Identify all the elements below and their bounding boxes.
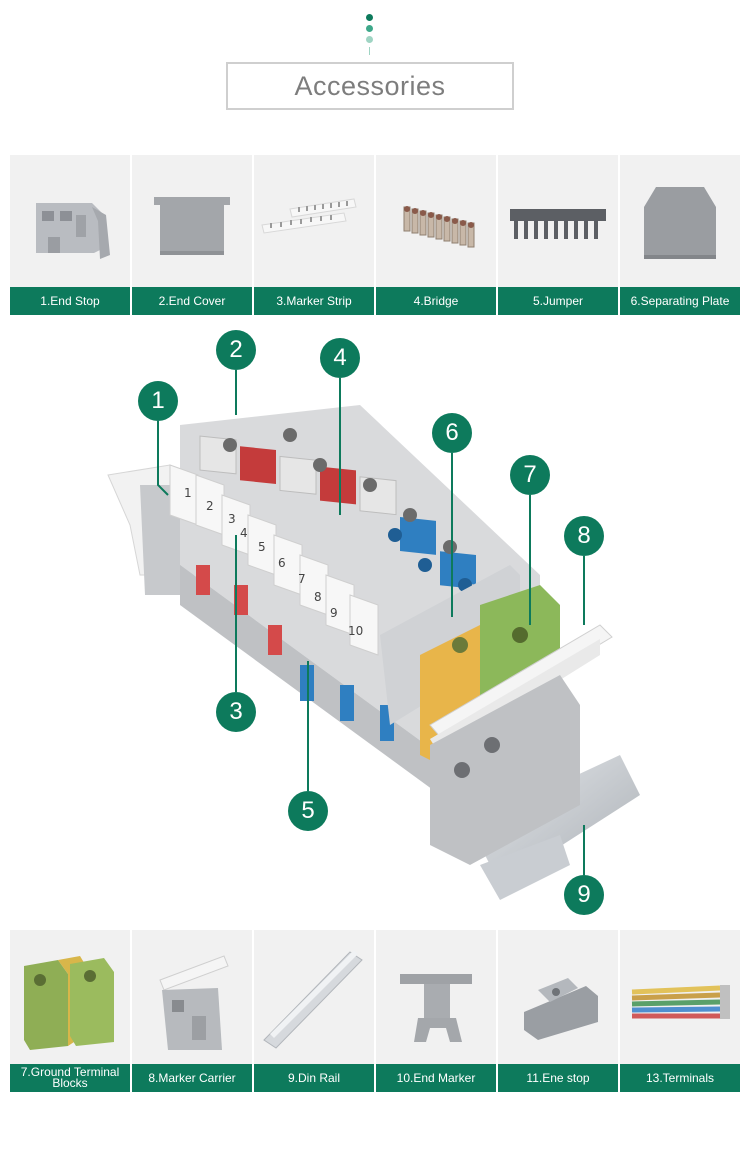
ground-terminal-blocks-icon	[10, 930, 130, 1064]
tile-marker-carrier: 8.Marker Carrier	[132, 930, 252, 1092]
marker-number: 9	[330, 606, 338, 620]
tile-bridge: 4.Bridge	[376, 155, 496, 315]
terminal-block-assembly-diagram: 1 2 3 4 5 6 7 8 9 10	[0, 325, 750, 925]
callout-number: 7	[523, 461, 537, 488]
tile-label: 4.Bridge	[376, 287, 496, 315]
section-title: Accessories	[294, 70, 446, 101]
callout-number: 2	[229, 336, 243, 363]
callout-number: 5	[301, 797, 315, 824]
tile-label: 13.Terminals	[620, 1064, 740, 1092]
callout-7: 7	[510, 455, 550, 495]
callout-5: 5	[288, 791, 328, 831]
dot-2	[365, 25, 373, 32]
callout-8: 8	[564, 516, 604, 556]
marker-number: 7	[298, 572, 306, 586]
tile-label: 7.Ground Terminal Blocks	[10, 1064, 130, 1092]
end-stop-icon	[10, 155, 130, 287]
callout-number: 4	[333, 344, 347, 371]
callout-1: 1	[138, 381, 178, 421]
marker-carrier-icon	[132, 930, 252, 1064]
callout-2: 2	[216, 330, 256, 370]
tile-jumper: 5.Jumper	[498, 155, 618, 315]
marker-number: 8	[314, 590, 322, 604]
tile-ene-stop: 11.Ene stop	[498, 930, 618, 1092]
dot-1	[365, 14, 373, 21]
decorative-dots	[364, 14, 374, 55]
callout-6: 6	[432, 413, 472, 453]
tile-separating-plate: 6.Separating Plate	[620, 155, 740, 315]
callout-9: 9	[564, 875, 604, 915]
marker-number: 4	[240, 526, 248, 540]
accessories-bottom-row: 7.Ground Terminal Blocks 8.Marker Carrie…	[10, 930, 740, 1092]
dot-3	[365, 36, 373, 43]
marker-number: 10	[348, 624, 363, 638]
tile-end-stop: 1.End Stop	[10, 155, 130, 315]
bridge-icon	[376, 155, 496, 287]
tile-label: 9.Din Rail	[254, 1064, 374, 1092]
tile-din-rail: 9.Din Rail	[254, 930, 374, 1092]
jumper-icon	[498, 155, 618, 287]
tile-end-cover: 2.End Cover	[132, 155, 252, 315]
terminals-icon	[620, 930, 740, 1064]
marker-strip-icon	[254, 155, 374, 287]
marker-number: 2	[206, 499, 214, 513]
tile-label: 5.Jumper	[498, 287, 618, 315]
marker-number: 3	[228, 512, 236, 526]
dot-line	[368, 47, 370, 55]
tile-label: 2.End Cover	[132, 287, 252, 315]
callout-number: 6	[445, 419, 459, 446]
callout-number: 3	[229, 698, 243, 725]
tile-end-marker: 10.End Marker	[376, 930, 496, 1092]
tile-ground-terminal-blocks: 7.Ground Terminal Blocks	[10, 930, 130, 1092]
ene-stop-icon	[498, 930, 618, 1064]
callout-number: 8	[577, 522, 591, 549]
callout-3: 3	[216, 692, 256, 732]
marker-number: 6	[278, 556, 286, 570]
tile-marker-strip: 3.Marker Strip	[254, 155, 374, 315]
separating-plate-icon	[620, 155, 740, 287]
tile-label: 3.Marker Strip	[254, 287, 374, 315]
tile-label: 1.End Stop	[10, 287, 130, 315]
end-marker-icon	[376, 930, 496, 1064]
tile-label: 6.Separating Plate	[620, 287, 740, 315]
callout-number: 9	[577, 881, 591, 908]
tile-terminals: 13.Terminals	[620, 930, 740, 1092]
marker-number: 5	[258, 540, 266, 554]
tile-label: 11.Ene stop	[498, 1064, 618, 1092]
callout-4: 4	[320, 338, 360, 378]
tile-label: 8.Marker Carrier	[132, 1064, 252, 1092]
accessories-top-row: 1.End Stop 2.End Cover 3.Marker Strip	[10, 155, 740, 315]
section-title-box: Accessories	[226, 62, 514, 110]
callout-number: 1	[151, 387, 165, 414]
marker-number: 1	[184, 486, 192, 500]
tile-label: 10.End Marker	[376, 1064, 496, 1092]
end-cover-icon	[132, 155, 252, 287]
din-rail-icon	[254, 930, 374, 1064]
assembly-illustration: 1 2 3 4 5 6 7 8 9 10	[107, 370, 640, 900]
